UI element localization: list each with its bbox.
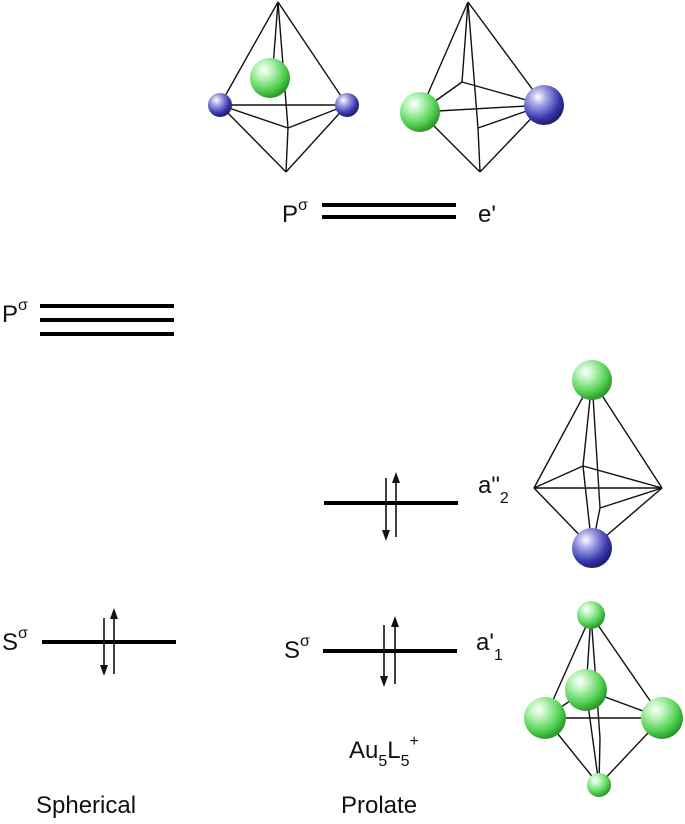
p-sigma-label: Pσ: [282, 197, 308, 228]
a1-label: a'1: [476, 629, 503, 664]
blue-atom: [335, 93, 359, 117]
cluster-formula: Au5L5+: [349, 733, 419, 770]
p-sigma-label: Pσ: [2, 297, 28, 328]
green-atom: [641, 697, 683, 739]
cluster-middle-right: [533, 360, 663, 568]
s-sigma-label: Sσ: [2, 625, 28, 656]
e-prime-label: e': [478, 201, 496, 228]
green-atom: [250, 58, 290, 98]
spherical-s-level: Sσ: [2, 608, 176, 676]
electron-pair: [380, 616, 399, 687]
cluster-top-right: [400, 1, 564, 173]
cluster-edges: [533, 379, 663, 549]
green-atom: [565, 669, 607, 711]
blue-atom: [524, 85, 564, 125]
green-atom: [400, 92, 440, 132]
cluster-edges: [419, 1, 545, 173]
spherical-p-level: Pσ: [2, 297, 174, 336]
blue-atom: [208, 93, 232, 117]
prolate-p-level: Pσ e': [282, 197, 496, 228]
blue-atom: [572, 528, 612, 568]
prolate-a2-level: a"2: [324, 472, 509, 541]
green-atom: [577, 601, 605, 629]
column-label-spherical: Spherical: [36, 792, 136, 819]
electron-pair: [382, 472, 400, 541]
cluster-bottom-right: [524, 601, 683, 797]
green-atom: [587, 773, 611, 797]
prolate-s-level: Sσ a'1: [284, 616, 503, 687]
green-atom: [524, 697, 566, 739]
a2-label: a"2: [478, 472, 509, 507]
column-label-prolate: Prolate: [341, 792, 417, 819]
green-atom: [572, 360, 612, 400]
electron-pair: [100, 608, 118, 676]
s-sigma-label: Sσ: [284, 633, 310, 664]
cluster-top-left: [208, 1, 359, 173]
